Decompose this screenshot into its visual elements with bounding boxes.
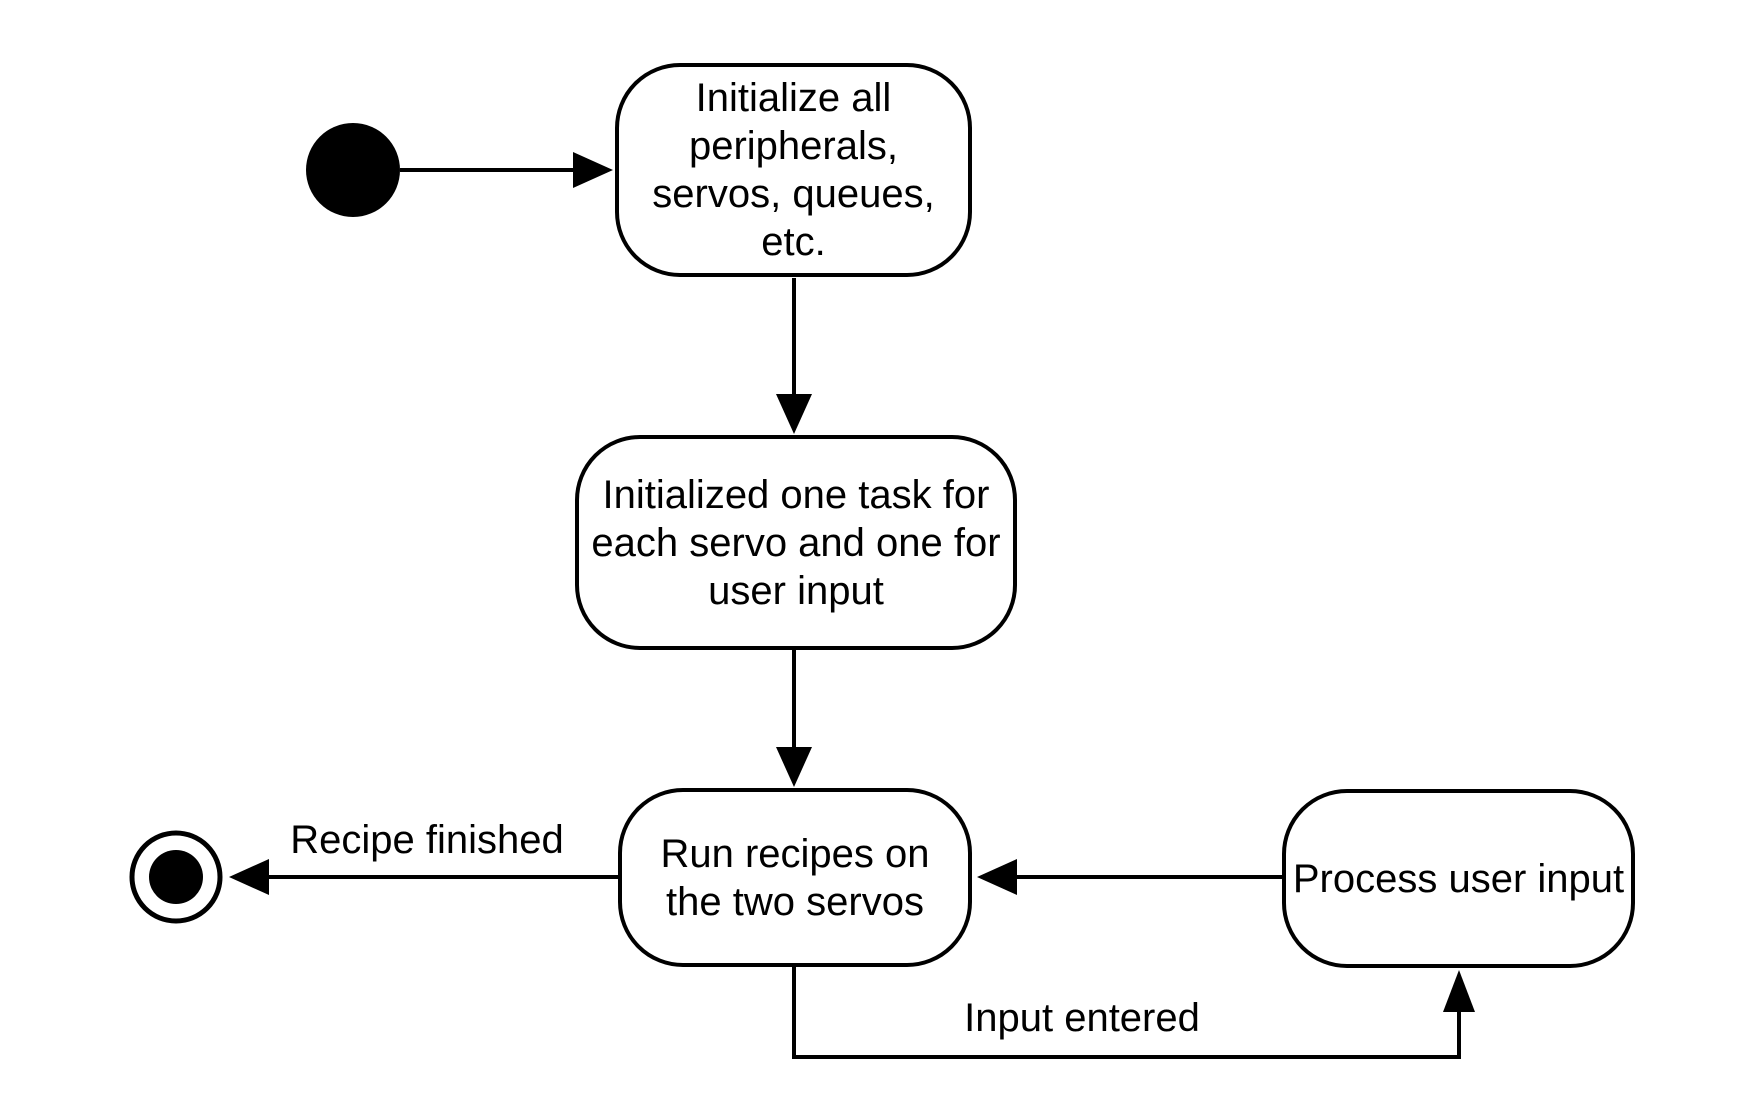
state-label: Initialized one task for each servo and … [591, 472, 1001, 613]
transition-label-recipe-finished: Recipe finished [290, 818, 564, 862]
state-initialize-tasks: Initialized one task for each servo and … [575, 435, 1017, 650]
arrowhead-down-icon [776, 747, 812, 787]
transition-run-recipes-to-process-input [792, 967, 1461, 1059]
state-label: Initialize all peripherals, servos, queu… [652, 76, 935, 264]
arrowhead-up-icon [1443, 970, 1475, 1012]
arrowhead-left-icon [977, 859, 1017, 895]
state-process-user-input: Process user input [1282, 789, 1635, 968]
state-initialize-peripherals: Initialize all peripherals, servos, queu… [615, 63, 972, 277]
arrowhead-left-icon [229, 859, 269, 895]
state-label: Process user input [1292, 856, 1625, 901]
arrowhead-down-icon [776, 394, 812, 434]
state-run-recipes: Run recipes on the two servos [618, 788, 972, 967]
transition-label-input-entered: Input entered [964, 996, 1200, 1040]
arrowhead-right-icon [573, 152, 613, 188]
state-label: Run recipes on the two servos [660, 831, 930, 924]
initial-state-node [306, 123, 400, 217]
final-state-inner-dot [149, 850, 203, 904]
